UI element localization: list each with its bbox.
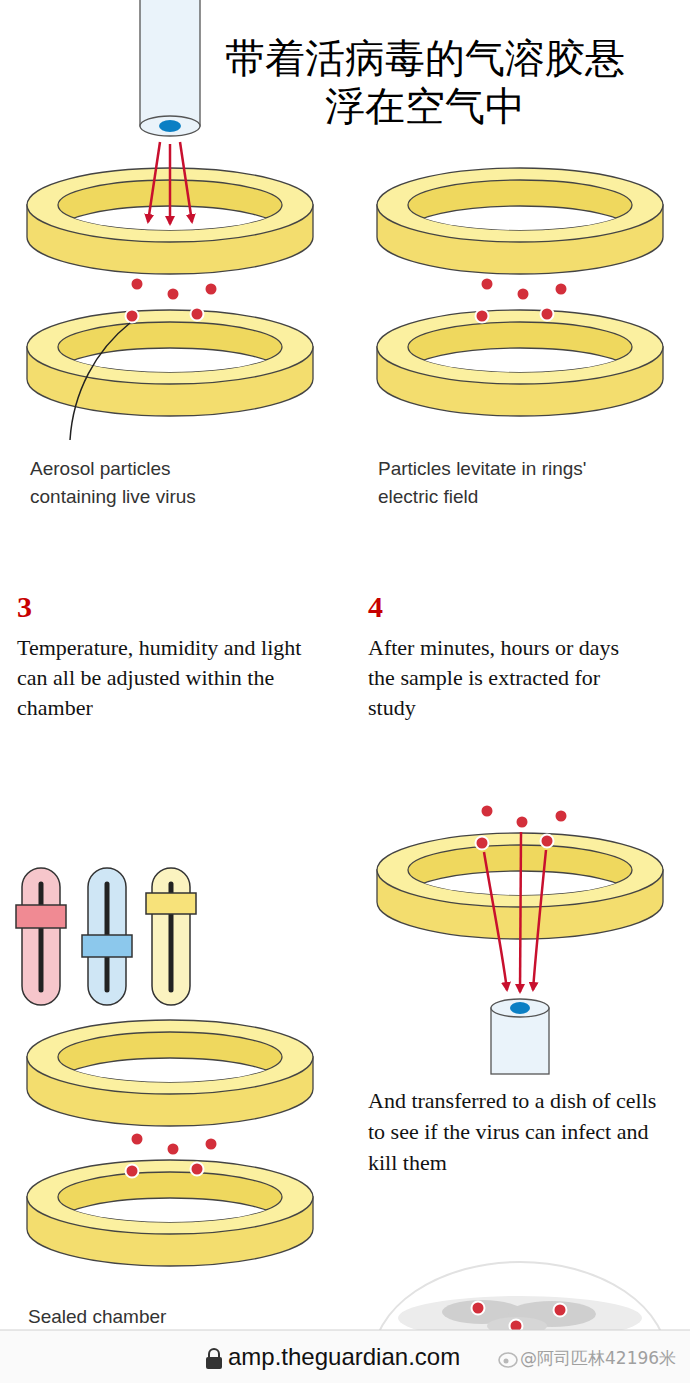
ring-electrode (27, 1160, 313, 1266)
label-slot: Temperature, humidity and light can all … (17, 633, 302, 723)
step-text: After minutes, hours or days the sample … (368, 633, 623, 723)
control-slider (16, 868, 66, 1005)
label-slot: 3 (17, 590, 57, 624)
label-slot: @阿司匹林42196米 (520, 1347, 676, 1369)
nozzle (491, 999, 549, 1074)
watermark: @阿司匹林42196米 (520, 1347, 676, 1369)
ring-electrode (27, 310, 313, 416)
weibo-icon (499, 1353, 517, 1367)
step-number: 4 (368, 590, 408, 624)
leader-line (70, 323, 130, 440)
ring-electrode (377, 310, 663, 416)
lock-icon (206, 1349, 222, 1369)
virus-particle (126, 278, 218, 323)
virus-particle (126, 1133, 218, 1178)
chamber: Sealed chamber (22, 900, 318, 1383)
step-text: Temperature, humidity and light can all … (17, 633, 302, 723)
flow-arrow (148, 142, 192, 224)
virus-particle (476, 278, 568, 323)
source-url: amp.theguardian.com (228, 1342, 460, 1372)
chamber-outline (361, 761, 679, 1219)
label-slot: After minutes, hours or days the sample … (368, 633, 623, 723)
chamber-label: And transferred to a dish of cells to se… (368, 1085, 668, 1178)
flow-arrow (484, 832, 546, 992)
label-slot: amp.theguardian.com (228, 1342, 460, 1372)
footer-bar (0, 1330, 690, 1383)
chamber: And transferred to a dish of cells to se… (360, 760, 680, 1220)
chamber-outline (23, 901, 317, 1383)
ring-electrode (27, 1020, 313, 1126)
label-slot: 带着活病毒的气溶胶悬 浮在空气中 (205, 34, 645, 130)
overlay-caption: 带着活病毒的气溶胶悬 浮在空气中 (205, 34, 645, 130)
control-slider (82, 868, 132, 1005)
nozzle (140, 0, 200, 136)
chamber-label: Aerosol particles containing live virus (30, 455, 245, 511)
chamber-label: Particles levitate in rings' electric fi… (378, 455, 593, 511)
ring-electrode (377, 168, 663, 274)
footer-rule (0, 1330, 690, 1331)
step-number: 3 (17, 590, 57, 624)
chamber-label: Sealed chamber (28, 1303, 288, 1331)
control-slider (146, 868, 196, 1005)
label-slot: 4 (368, 590, 408, 624)
